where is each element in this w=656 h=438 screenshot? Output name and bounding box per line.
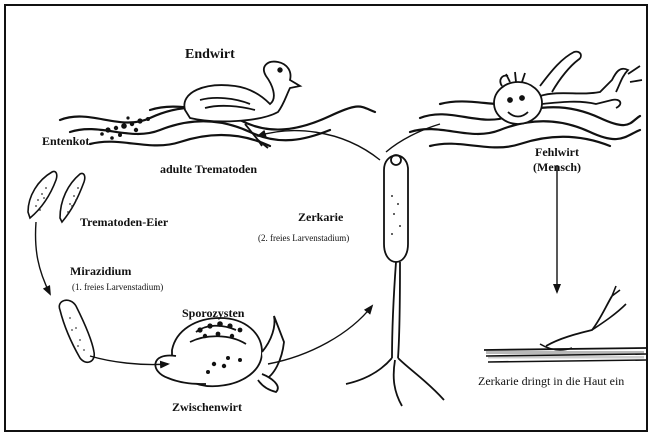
label-fehlwirt: Fehlwirt bbox=[522, 145, 592, 160]
snail-drawing bbox=[155, 316, 284, 392]
label-mirazidium: Mirazidium bbox=[70, 264, 131, 279]
swimmer-drawing bbox=[494, 52, 642, 124]
label-adulte-trematoden: adulte Trematoden bbox=[160, 162, 257, 177]
label-entenkot: Entenkot bbox=[42, 134, 89, 149]
label-haut: Zerkarie dringt in die Haut ein bbox=[478, 374, 624, 389]
label-endwirt: Endwirt bbox=[185, 47, 235, 63]
cycle-arrows bbox=[36, 124, 557, 365]
label-sporozysten: Sporozysten bbox=[182, 306, 244, 321]
label-trematoden-eier: Trematoden-Eier bbox=[80, 215, 168, 230]
label-zerkarie-sub: (2. freies Larvenstadium) bbox=[258, 233, 349, 243]
label-mirazidium-sub: (1. freies Larvenstadium) bbox=[72, 282, 163, 292]
duck-drawing bbox=[184, 62, 300, 148]
trematode-eggs bbox=[28, 171, 85, 222]
cercaria-drawing bbox=[346, 155, 444, 406]
label-zwischenwirt: Zwischenwirt bbox=[172, 400, 242, 415]
label-fehlwirt-mensch: (Mensch) bbox=[522, 160, 592, 175]
miracidium-drawing bbox=[59, 300, 94, 362]
skin-penetration-drawing bbox=[484, 286, 646, 362]
label-zerkarie: Zerkarie bbox=[298, 210, 343, 225]
